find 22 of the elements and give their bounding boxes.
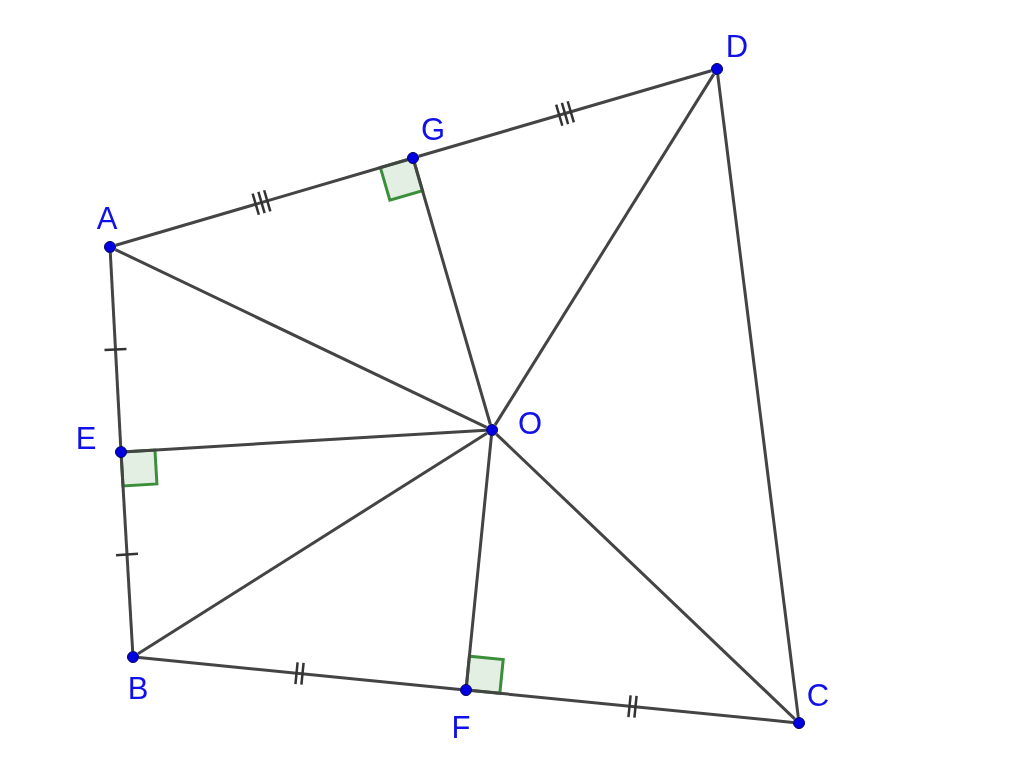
line-segment [138, 656, 461, 691]
line-segment [493, 73, 716, 426]
line-segment [115, 158, 408, 247]
point-label: F [450, 710, 472, 746]
line-segment [126, 428, 487, 454]
line-segment [114, 248, 488, 429]
line-segment [418, 69, 712, 158]
point-label: A [95, 201, 119, 237]
line-segment [465, 435, 493, 685]
line-segment [108, 252, 123, 447]
point-label: D [724, 29, 750, 65]
line-segment [413, 163, 492, 425]
point-label: E [74, 421, 98, 457]
point-label: B [126, 671, 150, 707]
point-label: G [419, 112, 447, 148]
line-segment [471, 689, 794, 724]
line-segment [716, 74, 800, 718]
point-label: O [516, 406, 544, 442]
line-segment [495, 433, 796, 720]
point-label: C [805, 678, 831, 714]
line-segment [119, 457, 135, 652]
line-segment [137, 431, 488, 656]
